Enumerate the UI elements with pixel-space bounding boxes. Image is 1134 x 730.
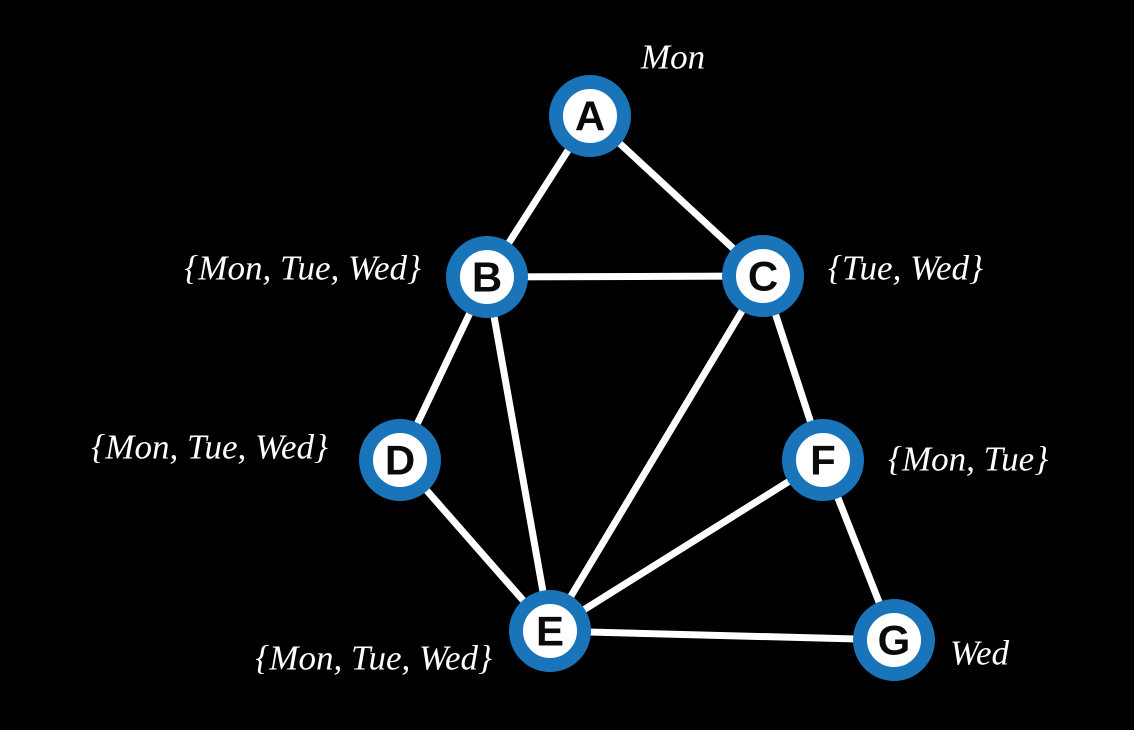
node-domain-label-D: {Mon, Tue, Wed} [91,428,328,467]
node-domain-label-A: Mon [640,38,705,77]
edge-B-C [483,272,767,281]
node-E: E [509,590,591,672]
node-letter-E: E [536,608,564,655]
node-circle-F [782,419,864,501]
label-layer: Mon {Mon, Tue, Wed} {Tue, Wed} {Mon, Tue, W… [91,38,1048,678]
node-domain-label-B: {Mon, Tue, Wed} [184,249,421,288]
node-layer: A B C D F E G [359,75,935,681]
node-B: B [446,236,528,318]
node-domain-label-E: {Mon, Tue, Wed} [255,639,492,678]
node-circle-C [722,235,804,317]
node-domain-label-C: {Tue, Wed} [828,249,983,288]
node-circle-E [509,590,591,672]
node-domain-label-G: Wed [950,634,1009,673]
node-D: D [359,419,441,501]
node-C: C [722,235,804,317]
node-A: A [549,75,631,157]
node-letter-D: D [385,437,415,484]
node-circle-G [853,599,935,681]
node-letter-A: A [575,93,605,140]
edge-E-G [546,627,898,644]
edge-E-F [546,456,827,635]
edge-C-E [546,272,767,635]
node-letter-F: F [810,437,836,484]
node-letter-C: C [748,253,778,300]
edge-B-E [483,273,554,635]
node-domain-label-F: {Mon, Tue} [888,440,1048,479]
node-F: F [782,419,864,501]
node-letter-B: B [472,254,502,301]
node-circle-D [359,419,441,501]
node-circle-A [549,75,631,157]
node-letter-G: G [878,617,911,664]
node-circle-B [446,236,528,318]
node-G: G [853,599,935,681]
